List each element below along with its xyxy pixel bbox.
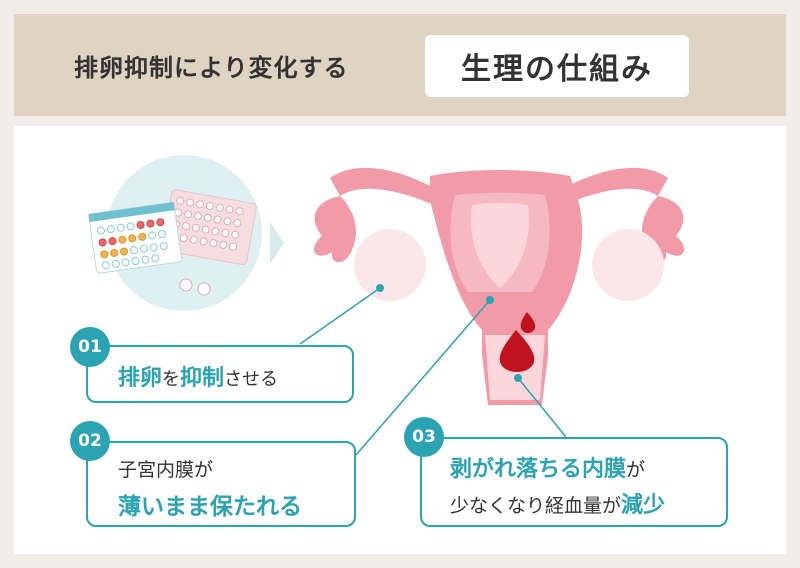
callout-01-text: 排卵を抑制させる <box>118 360 278 392</box>
step-number-01: 01 <box>70 327 110 367</box>
callout-01: 排卵を抑制させる <box>86 345 354 403</box>
leader-lines <box>299 287 567 456</box>
callout-03-line2: 少なくなり経血量が減少 <box>450 487 665 519</box>
header-subtitle: 排卵抑制により変化する <box>74 53 349 82</box>
blood-drop-large-icon <box>499 330 535 372</box>
blood-drop-small-icon <box>520 312 536 333</box>
callout-03: 剥がれ落ちる内膜が 少なくなり経血量が減少 <box>420 437 728 527</box>
birth-control-pill-illustration <box>88 155 262 311</box>
callout-03-plain-1: が <box>626 459 646 481</box>
page-title: 生理の仕組み <box>461 52 653 87</box>
callout-03-highlight-1: 剥がれ落ちる内膜 <box>450 456 627 482</box>
step-number-03: 03 <box>404 417 444 457</box>
uterus-illustration <box>313 167 685 405</box>
callout-01-highlight-2: 抑制 <box>180 365 225 391</box>
pointer-dot-blood <box>514 374 522 382</box>
step-number-02: 02 <box>70 421 110 461</box>
callout-02-line1: 子宮内膜が <box>118 459 214 481</box>
header-title-box: 生理の仕組み <box>425 35 689 97</box>
callout-01-plain-1: を <box>162 369 181 390</box>
pointer-dot-ovary <box>376 284 384 292</box>
callout-03-plain-2: 少なくなり経血量が <box>450 495 622 517</box>
callout-02-line2: 薄いまま保たれる <box>118 493 302 520</box>
arrow-right-icon <box>270 222 284 264</box>
callout-03-line1: 剥がれ落ちる内膜が <box>450 451 645 483</box>
callout-02: 子宮内膜が 薄いまま保たれる <box>86 441 356 527</box>
pointer-dot-endometrium <box>486 296 494 304</box>
callout-01-plain-2: させる <box>224 369 279 390</box>
callout-01-highlight-1: 排卵 <box>118 365 163 391</box>
callout-03-highlight-2: 減少 <box>621 492 666 518</box>
